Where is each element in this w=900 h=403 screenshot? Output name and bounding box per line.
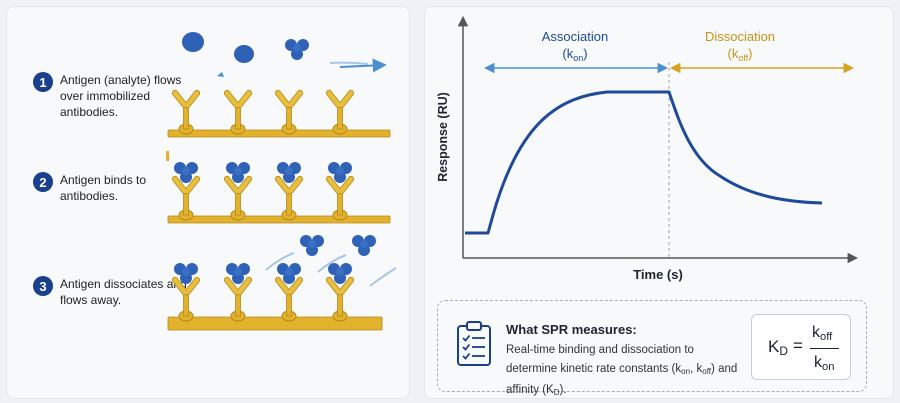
kd-symbol: KD — [768, 337, 788, 358]
y-axis-label: Response (RU) — [436, 92, 450, 182]
flow-arrow-icon — [339, 58, 387, 73]
info-box: What SPR measures: Real-time binding and… — [437, 300, 867, 397]
antibody — [227, 280, 249, 321]
step-1-illustration — [167, 32, 391, 138]
info-description: Real-time binding and dissociation to de… — [506, 344, 738, 397]
step-1-badge: 1 — [33, 72, 53, 92]
antibody — [329, 179, 351, 220]
kon-denominator: kon — [814, 354, 835, 373]
association-rate: (kon) — [562, 46, 587, 63]
antibody — [329, 280, 351, 321]
step-2: 2 Antigen binds to antibodies. — [33, 172, 200, 204]
step-3-badge: 3 — [33, 276, 53, 296]
step-3-illustration — [167, 235, 397, 331]
info-title: What SPR measures: — [506, 322, 637, 337]
koff-numerator: koff — [812, 324, 833, 343]
free-antigen-1 — [182, 32, 204, 52]
step-1-text: Antigen (analyte) flows over immobilized… — [60, 73, 182, 119]
dissociation-label: Dissociation — [705, 29, 775, 44]
small-arrow-icon — [217, 72, 224, 77]
antibody — [278, 93, 300, 134]
step-2-illustration — [166, 151, 391, 224]
released-antigen — [300, 235, 324, 256]
sensor-surface-2 — [167, 215, 391, 224]
free-antigen-3 — [285, 39, 309, 60]
sensor-surface-1 — [167, 129, 391, 138]
released-antigen — [352, 235, 376, 256]
antibody — [278, 280, 300, 321]
antibody — [227, 179, 249, 220]
antibody — [175, 280, 197, 321]
binding-curve — [465, 90, 823, 235]
kd-formula: KD = koff kon — [751, 314, 851, 380]
step-3: 3 Antigen dissociates and flows away. — [33, 276, 200, 308]
step-2-badge: 2 — [33, 172, 53, 192]
step-3-text: Antigen dissociates and flows away. — [60, 277, 187, 307]
step-2-text: Antigen binds to antibodies. — [60, 173, 147, 203]
association-label: Association — [542, 29, 608, 44]
free-antigen-2 — [234, 45, 254, 63]
antibody — [278, 179, 300, 220]
sensor-surface-3 — [167, 316, 383, 331]
antibody — [175, 179, 197, 220]
step-1: 1 Antigen (analyte) flows over immobiliz… — [33, 72, 200, 120]
antibody — [227, 93, 249, 134]
sensorgram: Association (kon) Dissociation (koff) Re… — [436, 15, 859, 282]
antibody — [329, 93, 351, 134]
x-axis-label: Time (s) — [633, 267, 683, 282]
dissociation-rate: (koff) — [727, 46, 752, 63]
fraction-bar — [810, 348, 839, 349]
clipboard-icon — [457, 321, 491, 366]
equals-sign: = — [793, 336, 803, 355]
antibody — [175, 93, 197, 134]
